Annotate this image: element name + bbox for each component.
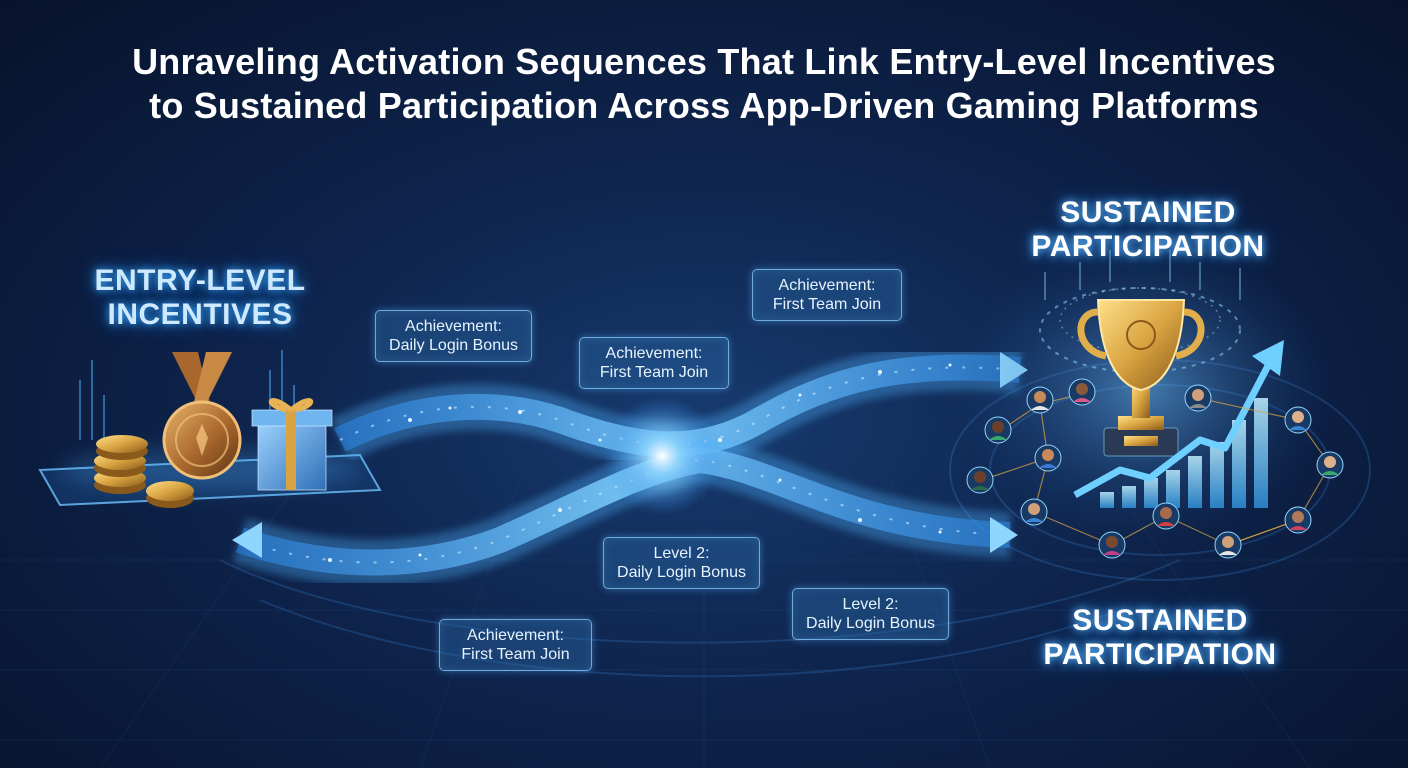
coin-stack-icon [94,435,194,508]
stream-label: Achievement: First Team Join [439,619,592,671]
medal-icon [162,352,242,480]
sustained-heading-top: SUSTAINED PARTICIPATION [1031,196,1265,263]
page-title: Unraveling Activation Sequences That Lin… [0,40,1408,128]
growth-arrow-icon [1073,340,1284,508]
title-line-2: to Sustained Participation Across App-Dr… [149,85,1259,126]
gift-box-icon [251,398,333,491]
trophy-icon [1077,299,1205,457]
stream-label: Achievement: First Team Join [579,337,729,389]
stream-label: Level 2: Daily Login Bonus [603,537,760,589]
stream-label: Achievement: Daily Login Bonus [375,310,532,362]
entry-level-heading: ENTRY-LEVEL INCENTIVES [94,264,306,331]
stream-label: Level 2: Daily Login Bonus [792,588,949,640]
title-line-1: Unraveling Activation Sequences That Lin… [132,41,1276,82]
sparkle-particles [328,363,952,562]
sustained-heading-bottom: SUSTAINED PARTICIPATION [1043,604,1277,671]
avatar-icon [966,378,1344,559]
stream-label: Achievement: First Team Join [752,269,902,321]
